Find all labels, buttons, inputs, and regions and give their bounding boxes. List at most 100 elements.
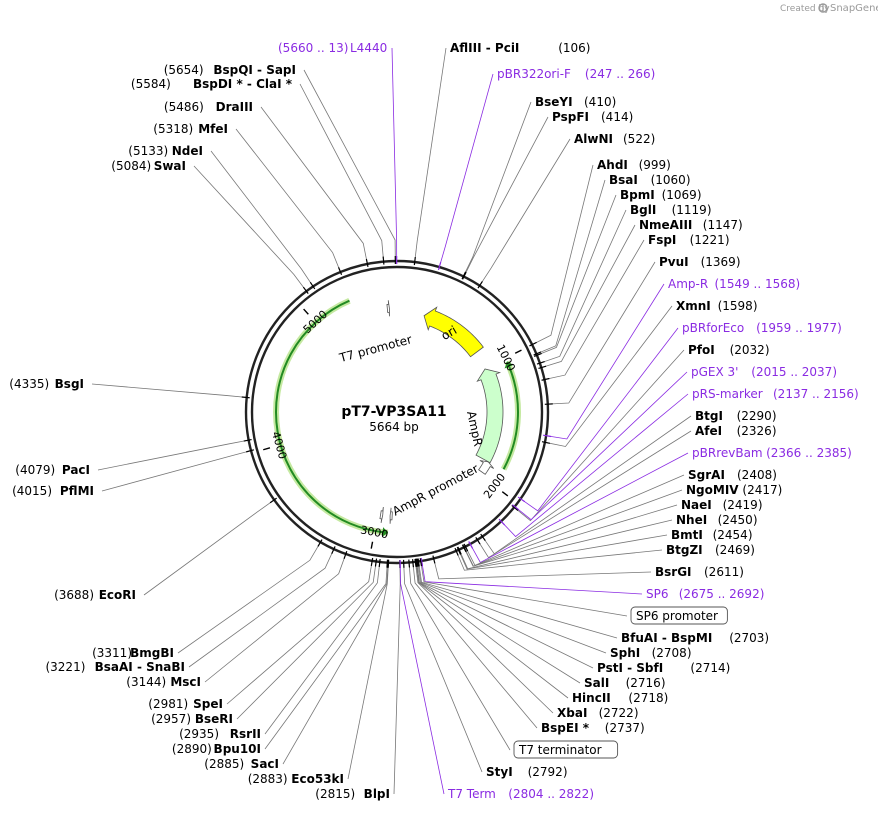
label-name: pBRforEco	[682, 321, 744, 335]
site-label-rsrii[interactable]: RsrII(2935)	[179, 727, 261, 741]
site-label-pvui[interactable]: PvuI(1369)	[659, 255, 741, 269]
label-name: PstI - SbfI	[597, 661, 663, 675]
site-label-btgzi[interactable]: BtgZI(2469)	[666, 543, 755, 557]
site-label-swai[interactable]: SwaI(5084)	[111, 159, 186, 173]
site-label-naei[interactable]: NaeI(2419)	[681, 498, 763, 512]
site-label-ahdi[interactable]: AhdI(999)	[597, 158, 671, 172]
primer-label-sp6[interactable]: SP6(2675 .. 2692)	[646, 587, 764, 601]
primer-label-pgex-3[interactable]: pGEX 3'(2015 .. 2037)	[691, 365, 837, 379]
label-position: (3311)	[92, 646, 132, 660]
site-label-styi[interactable]: StyI(2792)	[486, 765, 568, 779]
site-tick-sp6	[420, 557, 424, 567]
site-tick-spei	[370, 557, 374, 566]
site-label-psti-sbfi[interactable]: PstI - SbfI(2714)	[597, 661, 730, 675]
ori-label: ori	[439, 323, 460, 343]
leader-afei	[478, 430, 692, 559]
feature-t7-promoter-2[interactable]	[389, 507, 393, 524]
site-label-ecori[interactable]: EcoRI(3688)	[54, 588, 136, 602]
label-name: AfeI	[695, 424, 722, 438]
label-name: HincII	[572, 691, 611, 705]
label-name: NdeI	[172, 144, 203, 158]
primer-label-amp-r[interactable]: Amp-R(1549 .. 1568)	[668, 277, 800, 291]
site-label-bmgbi[interactable]: BmgBI(3311)	[92, 646, 174, 660]
site-tick-pgex-3	[512, 504, 520, 511]
site-label-bsgi[interactable]: BsgI(4335)	[9, 377, 84, 391]
site-tick-ecori	[269, 497, 278, 504]
feature-t7-promoter[interactable]	[386, 300, 390, 317]
site-label-mfei[interactable]: MfeI(5318)	[153, 122, 228, 136]
site-label-sgrai[interactable]: SgrAI(2408)	[688, 468, 777, 482]
site-label-bseri[interactable]: BseRI(2957)	[151, 712, 233, 726]
site-label-pspfi[interactable]: PspFI(414)	[552, 110, 633, 124]
site-label-bpu10i[interactable]: Bpu10I(2890)	[172, 742, 261, 756]
primer-label-pbrforeco[interactable]: pBRforEco(1959 .. 1977)	[682, 321, 842, 335]
feature-sp6[interactable]	[379, 506, 384, 523]
site-label-pflmi[interactable]: PflMI(4015)	[12, 484, 94, 498]
site-tick-sp6-promoter	[419, 558, 423, 567]
site-label-bsrgi[interactable]: BsrGI(2611)	[655, 565, 744, 579]
site-tick-bgli	[536, 360, 545, 365]
primer-label-l4440[interactable]: (5660 .. 13)L4440	[278, 41, 387, 55]
site-label-bspei[interactable]: BspEI *(2737)	[541, 721, 645, 735]
site-label-bseyi[interactable]: BseYI(410)	[535, 95, 616, 109]
label-name: SacI	[251, 757, 279, 771]
site-label-eco53ki[interactable]: Eco53kI(2883)	[248, 772, 344, 786]
site-label-msci[interactable]: MscI(3144)	[126, 675, 201, 689]
site-label-xbai[interactable]: XbaI(2722)	[557, 706, 639, 720]
label-position: (3688)	[54, 588, 94, 602]
feature-ampr[interactable]	[475, 368, 504, 464]
site-label-spei[interactable]: SpeI(2981)	[148, 697, 223, 711]
site-label-blpi[interactable]: BlpI(2815)	[315, 787, 390, 801]
primer-label-prs-marker[interactable]: pRS-marker(2137 .. 2156)	[692, 387, 859, 401]
site-label-sphi[interactable]: SphI(2708)	[610, 646, 692, 660]
site-label-ngomiv[interactable]: NgoMIV(2417)	[686, 483, 782, 497]
primer-label-pbr322ori-f[interactable]: pBR322ori-F(247 .. 266)	[497, 67, 655, 81]
site-label-bgli[interactable]: BglI(1119)	[630, 203, 712, 217]
site-label-bsaai-snabi[interactable]: BsaAI - SnaBI(3221)	[45, 660, 185, 674]
site-tick-marks	[241, 255, 553, 568]
site-label-afei[interactable]: AfeI(2326)	[695, 424, 777, 438]
leader-alwni	[480, 138, 571, 285]
site-label-fspi[interactable]: FspI(1221)	[648, 233, 730, 247]
label-name: BmtI	[671, 528, 703, 542]
label-name: Amp-R	[668, 277, 708, 291]
site-label-bpmi[interactable]: BpmI(1069)	[620, 188, 702, 202]
site-label-afliii-pcii[interactable]: AflIII - PciI(106)	[450, 41, 590, 55]
site-label-hincii[interactable]: HincII(2718)	[572, 691, 668, 705]
site-label-ndei[interactable]: NdeI(5133)	[128, 144, 203, 158]
feature-label-t7-terminator[interactable]: T7 terminator	[513, 740, 619, 759]
feature-ampr-promoter[interactable]	[478, 460, 494, 475]
feature-label-sp6-promoter[interactable]: SP6 promoter	[630, 606, 728, 625]
site-label-bspdi-clai[interactable]: BspDI * - ClaI * (5584)	[131, 77, 293, 91]
site-label-draiii[interactable]: DraIII(5486)	[164, 100, 253, 114]
site-label-saci[interactable]: SacI(2885)	[204, 757, 279, 771]
site-label-bmti[interactable]: BmtI(2454)	[671, 528, 753, 542]
label-name: BspEI *	[541, 721, 590, 735]
site-label-bfuai-bspmi[interactable]: BfuAI - BspMI(2703)	[621, 631, 769, 645]
label-name: PvuI	[659, 255, 689, 269]
label-position: (5584)	[131, 77, 171, 91]
site-label-bspqi-sapi[interactable]: BspQI - SapI(5654)	[164, 63, 296, 77]
site-label-paci[interactable]: PacI(4079)	[15, 463, 90, 477]
primer-label-t7-term[interactable]: T7 Term(2804 .. 2822)	[447, 787, 594, 801]
scale-label-4000: 4000	[269, 430, 289, 460]
feature-ori[interactable]	[423, 306, 484, 358]
leader-naei	[464, 504, 678, 567]
site-label-nhei[interactable]: NheI(2450)	[676, 513, 758, 527]
site-label-xmni[interactable]: XmnI(1598)	[676, 299, 758, 313]
label-name: NgoMIV	[686, 483, 739, 497]
site-label-sali[interactable]: SalI(2716)	[584, 676, 666, 690]
site-label-nmeaiii[interactable]: NmeAIII(1147)	[639, 218, 743, 232]
site-tick-prs-marker	[498, 518, 506, 526]
label-position: (2890)	[172, 742, 212, 756]
site-label-bsai[interactable]: BsaI(1060)	[609, 173, 691, 187]
site-label-pfoi[interactable]: PfoI(2032)	[688, 343, 770, 357]
snapgene-credit: Created by SnapGene	[780, 3, 878, 14]
site-label-btgi[interactable]: BtgI(2290)	[695, 409, 777, 423]
site-label-alwni[interactable]: AlwNI(522)	[574, 132, 655, 146]
primer-label-pbrrevbam[interactable]: pBRrevBam(2366 .. 2385)	[692, 446, 852, 460]
label-name: pRS-marker	[692, 387, 763, 401]
label-position: (2450)	[718, 513, 758, 527]
label-name: BspDI * - ClaI *	[193, 77, 293, 91]
label-position: (1069)	[662, 188, 702, 202]
